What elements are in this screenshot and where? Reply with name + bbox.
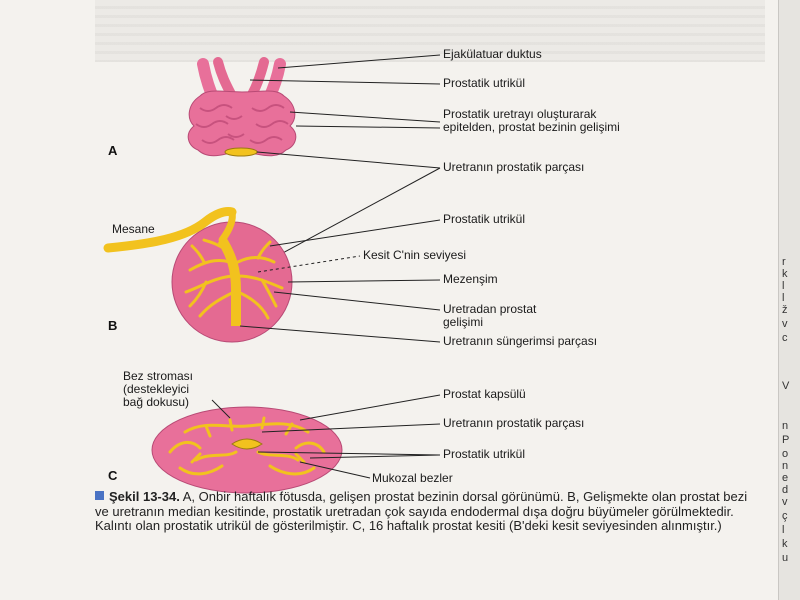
label-uretradan-prostat-line2: gelişimi [443, 315, 484, 329]
label-prostat-kapsulu: Prostat kapsülü [443, 387, 526, 401]
panel-a-letter: A [108, 143, 118, 158]
panel-b-letter: B [108, 318, 118, 333]
adjacent-page-edge [778, 0, 800, 600]
caption-text: A, Onbir haftalık fötusda, gelişen prost… [95, 489, 748, 533]
figure-caption: Şekil 13-34. A, Onbir haftalık fötusda, … [95, 489, 760, 534]
label-prostat-gelisimi-line2: epitelden, prostat bezinin gelişimi [443, 120, 620, 134]
label-prostatik-utrikul-c: Prostatik utrikül [443, 447, 526, 461]
label-sungerimsi-parca: Uretranın süngerimsi parçası [443, 334, 598, 348]
label-prostatik-utrikul-b: Prostatik utrikül [443, 212, 526, 226]
caption-bullet-icon [95, 491, 104, 500]
label-kesit-c-seviyesi: Kesit C'nin seviyesi [363, 248, 466, 262]
label-prostat-gelisimi-line1: Prostatik uretrayı oluşturarak [443, 107, 597, 121]
panel-b-illustration [103, 207, 293, 343]
panel-c-letter: C [108, 468, 118, 483]
label-prostatik-utrikul-a: Prostatik utrikül [443, 76, 526, 90]
label-uretra-prostatik-a: Uretranın prostatik parçası [443, 160, 585, 174]
label-bez-stromasi-line3: bağ dokusu) [123, 395, 190, 409]
label-bez-stromasi-line2: (destekleyici [123, 382, 190, 396]
caption-figure-number: Şekil 13-34. [109, 489, 180, 504]
panel-c-illustration [151, 406, 343, 494]
label-uretra-prostatik-c: Uretranın prostatik parçası [443, 416, 585, 430]
label-mezensim: Mezenşim [443, 272, 498, 286]
document-page [0, 0, 778, 600]
label-bez-stromasi-line1: Bez stroması [123, 369, 194, 383]
label-mesane: Mesane [112, 222, 155, 236]
label-uretradan-prostat-line1: Uretradan prostat [443, 302, 537, 316]
panel-a-illustration [187, 57, 297, 157]
label-ejakulatuar-duktus: Ejakülatuar duktus [443, 47, 542, 61]
bleed-through-text [95, 0, 765, 62]
label-mukozal-bezler: Mukozal bezler [372, 471, 453, 485]
